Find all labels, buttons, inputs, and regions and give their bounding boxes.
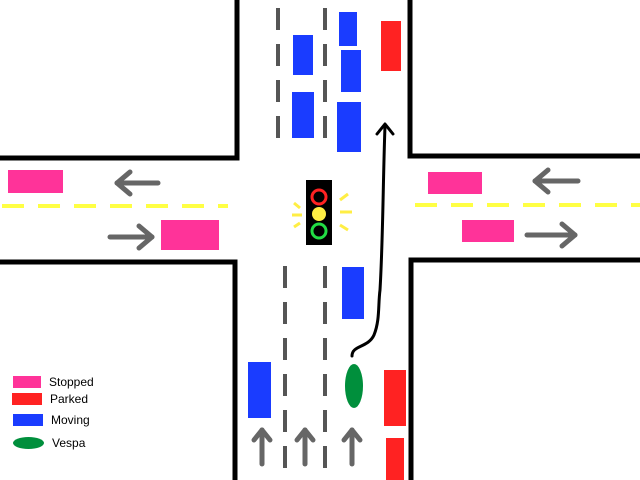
moving-swatch [13, 414, 43, 426]
arrow-left-icon [114, 169, 161, 197]
green-light [310, 222, 328, 240]
arrow-left-icon [532, 167, 581, 195]
lane-dividers [276, 8, 327, 470]
legend-label: Vespa [52, 436, 86, 450]
parked-cars [381, 21, 406, 480]
arrow-up-icon [294, 427, 316, 467]
vespa-swatch [13, 437, 44, 449]
stopped-cars [8, 170, 514, 250]
center-line [2, 203, 640, 208]
legend-label: Moving [51, 413, 90, 427]
stopped-car [462, 220, 514, 242]
moving-car [342, 267, 364, 319]
legend-label: Parked [50, 392, 89, 406]
moving-car [337, 102, 361, 152]
parked-swatch [12, 393, 42, 405]
arrow-right-icon [524, 221, 578, 249]
moving-car [341, 50, 361, 92]
arrow-up-icon [341, 427, 363, 467]
legend-item-vespa: Vespa [13, 436, 85, 450]
legend-item-parked: Parked [12, 392, 88, 406]
path-arrowhead-icon [375, 122, 395, 136]
legend-item-stopped: Stopped [13, 375, 94, 389]
moving-car [292, 92, 314, 138]
stopped-car [161, 220, 219, 250]
vespa [345, 364, 363, 408]
arrow-up-icon [251, 427, 273, 467]
moving-car [339, 12, 357, 46]
stopped-swatch [13, 376, 41, 388]
parked-car [386, 438, 404, 480]
traffic-light [292, 180, 352, 245]
legend-item-moving: Moving [13, 413, 90, 427]
legend-label: Stopped [49, 375, 94, 389]
vespa-path [350, 122, 395, 358]
moving-car [248, 362, 271, 418]
stopped-car [428, 172, 482, 194]
glow-rays [292, 192, 352, 232]
red-light [310, 188, 328, 206]
arrow-right-icon [107, 223, 155, 251]
moving-car [293, 35, 313, 75]
stopped-car [8, 170, 63, 193]
parked-car [384, 370, 406, 426]
parked-car [381, 21, 401, 71]
yellow-light [312, 207, 326, 221]
direction-arrows [107, 167, 581, 467]
moving-cars [248, 12, 364, 418]
